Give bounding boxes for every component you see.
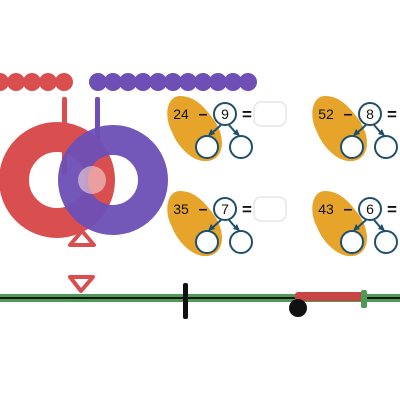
minus-sign: – bbox=[344, 201, 353, 218]
purple-counter[interactable] bbox=[224, 73, 242, 91]
purple-counter[interactable] bbox=[179, 73, 197, 91]
equals-sign: = bbox=[242, 200, 252, 219]
arrowhead-icon bbox=[353, 224, 360, 231]
split-part-input[interactable] bbox=[340, 230, 364, 254]
split-arrow-left bbox=[211, 124, 222, 134]
ring-overlap-highlight bbox=[78, 166, 106, 194]
split-part-input[interactable] bbox=[340, 135, 364, 159]
red-counter[interactable] bbox=[7, 73, 25, 91]
purple-counter[interactable] bbox=[164, 73, 182, 91]
problem-minuend: 43 bbox=[318, 201, 334, 217]
problem-subtrahend: 9 bbox=[221, 106, 229, 122]
triangle-up-icon[interactable] bbox=[68, 229, 96, 247]
arrowhead-icon bbox=[208, 129, 215, 136]
split-part-input[interactable] bbox=[374, 135, 398, 159]
answer-box[interactable] bbox=[253, 101, 287, 127]
split-arrow-left bbox=[356, 124, 367, 134]
arrowhead-icon bbox=[233, 129, 240, 136]
subtraction-problem-2: 52–8 = bbox=[312, 96, 398, 162]
subtraction-problem-1: 24–9 = bbox=[167, 96, 287, 162]
split-arrow-right bbox=[228, 124, 237, 134]
split-part-input[interactable] bbox=[195, 135, 219, 159]
subtrahend-circle bbox=[358, 102, 382, 126]
arrowhead-icon bbox=[233, 224, 240, 231]
purple-counter[interactable] bbox=[209, 73, 227, 91]
subtrahend-circle bbox=[213, 197, 237, 221]
arrowhead-icon bbox=[378, 129, 385, 136]
split-arrow-right bbox=[228, 219, 237, 229]
split-part-input[interactable] bbox=[229, 135, 253, 159]
answer-box[interactable] bbox=[253, 196, 287, 222]
equals-sign: = bbox=[242, 105, 252, 124]
red-counter-row[interactable] bbox=[0, 73, 73, 91]
subtrahend-circle bbox=[213, 102, 237, 126]
subtraction-problem-4: 43–6 = bbox=[312, 191, 398, 257]
number-line[interactable] bbox=[0, 283, 400, 319]
split-arrow-right bbox=[373, 124, 382, 134]
problem-minuend: 35 bbox=[173, 201, 189, 217]
problem-minuend: 24 bbox=[173, 106, 189, 122]
subtrahend-circle bbox=[358, 197, 382, 221]
problem-subtrahend: 7 bbox=[221, 201, 229, 217]
arrowhead-icon bbox=[208, 224, 215, 231]
arrowhead-icon bbox=[353, 129, 360, 136]
minus-sign: – bbox=[199, 106, 208, 123]
purple-counter[interactable] bbox=[104, 73, 122, 91]
red-counter[interactable] bbox=[39, 73, 57, 91]
split-arrow-left bbox=[356, 219, 367, 229]
subtraction-problem-3: 35–7 = bbox=[167, 191, 287, 257]
purple-counter[interactable] bbox=[239, 73, 257, 91]
purple-counter[interactable] bbox=[119, 73, 137, 91]
number-line-range-end[interactable] bbox=[361, 290, 367, 308]
purple-ring[interactable] bbox=[58, 125, 168, 235]
split-part-input[interactable] bbox=[195, 230, 219, 254]
problem-subtrahend: 8 bbox=[366, 106, 374, 122]
split-arrow-right bbox=[373, 219, 382, 229]
purple-counter[interactable] bbox=[134, 73, 152, 91]
equals-sign: = bbox=[387, 200, 397, 219]
number-line-playhead[interactable] bbox=[289, 299, 307, 317]
red-counter[interactable] bbox=[23, 73, 41, 91]
purple-counter[interactable] bbox=[149, 73, 167, 91]
problem-minuend: 52 bbox=[318, 106, 334, 122]
number-line-range[interactable] bbox=[295, 292, 364, 301]
red-counter[interactable] bbox=[55, 73, 73, 91]
problem-subtrahend: 6 bbox=[366, 201, 374, 217]
purple-counter[interactable] bbox=[89, 73, 107, 91]
number-line-tick[interactable] bbox=[183, 283, 188, 319]
equals-sign: = bbox=[387, 105, 397, 124]
split-part-input[interactable] bbox=[374, 230, 398, 254]
purple-counter-row[interactable] bbox=[89, 73, 257, 91]
triangle-down-icon[interactable] bbox=[68, 275, 95, 293]
purple-counter[interactable] bbox=[194, 73, 212, 91]
split-part-input[interactable] bbox=[229, 230, 253, 254]
arrowhead-icon bbox=[378, 224, 385, 231]
red-counter[interactable] bbox=[0, 73, 9, 91]
minus-sign: – bbox=[344, 106, 353, 123]
minus-sign: – bbox=[199, 201, 208, 218]
split-arrow-left bbox=[211, 219, 222, 229]
